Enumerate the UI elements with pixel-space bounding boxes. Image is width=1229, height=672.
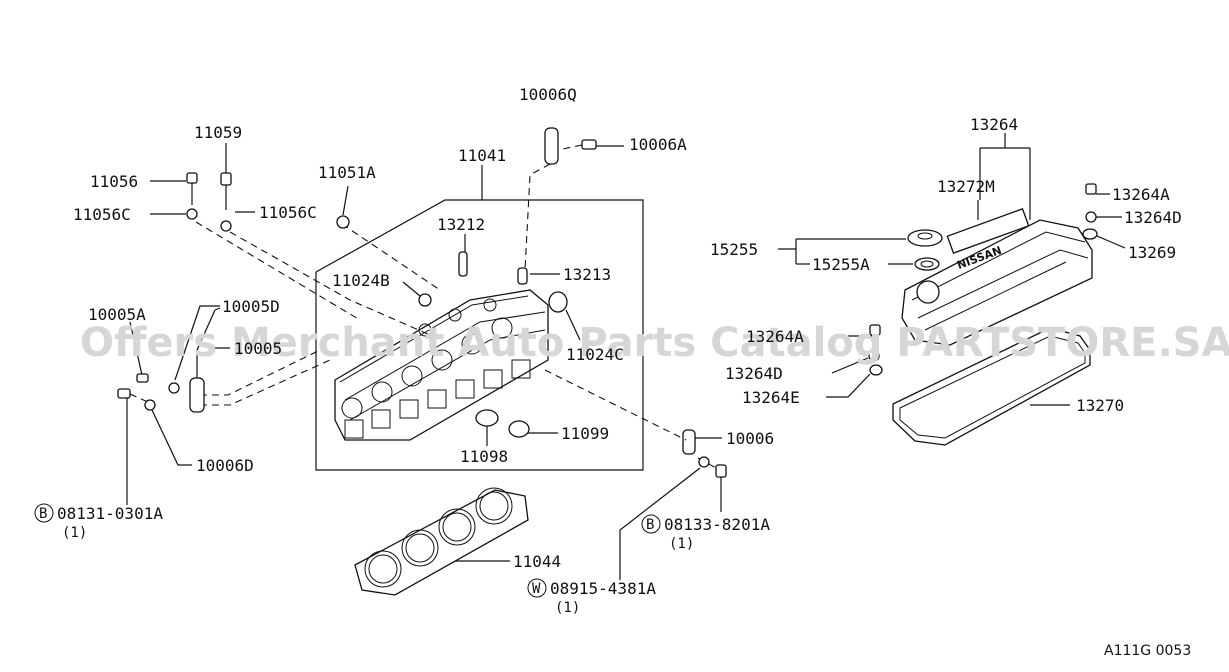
label-13264: 13264 — [970, 115, 1018, 134]
marker-w-text: W — [532, 581, 541, 597]
part-11024B-plug — [418, 293, 432, 307]
label-11099: 11099 — [561, 424, 609, 443]
part-11024C-plug — [548, 291, 568, 313]
label-10005A: 10005A — [88, 305, 146, 324]
label-15255: 15255 — [710, 240, 758, 259]
diagram-code: A111G 0053 — [1104, 643, 1191, 659]
part-13212-dowel — [458, 251, 468, 277]
marker-b-right — [641, 514, 661, 534]
label-11098: 11098 — [460, 447, 508, 466]
label-11056C-left: 11056C — [73, 205, 131, 224]
label-08915-4381A: 08915-4381A — [550, 579, 656, 598]
qty-08915: (1) — [555, 600, 580, 616]
oil-filler-cap-gasket — [914, 257, 940, 271]
label-11051A: 11051A — [318, 163, 376, 182]
part-11098-seal — [475, 409, 499, 427]
label-11044: 11044 — [513, 552, 561, 571]
cylinder-head-assembly — [315, 199, 644, 471]
label-10006: 10006 — [726, 429, 774, 448]
label-13264D-top: 13264D — [1124, 208, 1182, 227]
cylinder-head-illustration — [334, 289, 549, 441]
label-10006A: 10006A — [629, 135, 687, 154]
label-11056: 11056 — [90, 172, 138, 191]
rocker-cover-assembly: NISSAN — [778, 133, 1126, 446]
marker-b-left — [34, 503, 54, 523]
head-gasket-11044 — [354, 487, 529, 596]
label-11041: 11041 — [458, 146, 506, 165]
label-13270: 13270 — [1076, 396, 1124, 415]
label-08131-0301A: 08131-0301A — [57, 504, 163, 523]
label-11056C-right: 11056C — [259, 203, 317, 222]
label-11024C: 11024C — [566, 345, 624, 364]
marker-w — [527, 578, 547, 598]
label-11024B: 11024B — [332, 271, 390, 290]
label-08133-8201A: 08133-8201A — [664, 515, 770, 534]
label-11059: 11059 — [194, 123, 242, 142]
oil-filler-cap — [907, 229, 943, 247]
rocker-cover-illustration — [901, 219, 1093, 346]
watermark-text: Offers Merchant Auto Parts Catalog PARTS… — [80, 320, 1229, 366]
label-13212: 13212 — [437, 215, 485, 234]
leader-lines — [117, 127, 727, 580]
part-number-labels: 10006Q 10006A 11059 11041 11051A 11056 1… — [34, 85, 1182, 616]
cover-brand-plate — [946, 208, 1030, 254]
qty-08131: (1) — [62, 525, 87, 541]
label-10005: 10005 — [234, 339, 282, 358]
label-13272M: 13272M — [937, 177, 995, 196]
rocker-cover-gasket — [892, 327, 1091, 446]
part-11099-seal — [508, 420, 530, 438]
qty-08133: (1) — [669, 536, 694, 552]
label-13264D-mid: 13264D — [725, 364, 783, 383]
label-10005D: 10005D — [222, 297, 280, 316]
marker-b-right-text: B — [646, 517, 654, 533]
label-13264E: 13264E — [742, 388, 800, 407]
label-13264A-mid: 13264A — [746, 327, 804, 346]
label-13213: 13213 — [563, 265, 611, 284]
marker-b-left-text: B — [39, 506, 47, 522]
label-13269: 13269 — [1128, 243, 1176, 262]
label-10006Q: 10006Q — [519, 85, 577, 104]
part-13213-dowel — [517, 267, 528, 285]
label-10006D: 10006D — [196, 456, 254, 475]
label-13264A-top: 13264A — [1112, 185, 1170, 204]
label-15255A: 15255A — [812, 255, 870, 274]
